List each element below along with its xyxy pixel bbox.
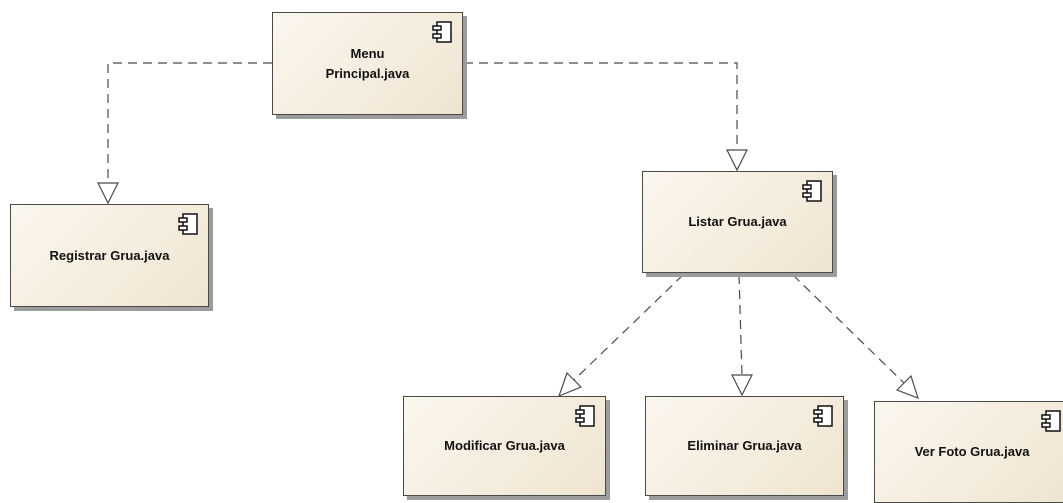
dependency-menu-listar — [464, 62, 738, 150]
dependency-listar-verfoto — [792, 274, 905, 384]
dependency-menu-registrar — [107, 62, 272, 183]
component-icon — [1041, 410, 1061, 432]
component-ver-foto-grua[interactable]: Ver Foto Grua.java — [874, 401, 1063, 503]
component-icon — [813, 405, 833, 427]
component-label: Ver Foto Grua.java — [914, 444, 1030, 459]
arrowhead-eliminar — [731, 374, 753, 397]
arrowhead-listar — [726, 149, 748, 172]
component-listar-grua[interactable]: Listar Grua.java — [642, 171, 833, 273]
dependency-listar-eliminar — [738, 274, 743, 376]
component-label: Menu Principal.java — [325, 45, 410, 81]
component-icon — [178, 213, 198, 235]
component-icon — [432, 21, 452, 43]
dependency-listar-modificar — [573, 274, 684, 381]
component-registrar-grua[interactable]: Registrar Grua.java — [10, 204, 209, 307]
component-icon — [802, 180, 822, 202]
component-menu-principal[interactable]: Menu Principal.java — [272, 12, 463, 115]
component-label: Modificar Grua.java — [444, 438, 565, 453]
arrowhead-registrar — [97, 182, 119, 205]
arrowhead-modificar — [557, 371, 583, 398]
arrowhead-verfoto — [895, 374, 919, 400]
component-label: Eliminar Grua.java — [687, 438, 802, 453]
component-eliminar-grua[interactable]: Eliminar Grua.java — [645, 396, 844, 496]
component-label: Registrar Grua.java — [49, 247, 170, 263]
component-icon — [575, 405, 595, 427]
component-label: Listar Grua.java — [688, 214, 787, 229]
component-modificar-grua[interactable]: Modificar Grua.java — [403, 396, 606, 496]
